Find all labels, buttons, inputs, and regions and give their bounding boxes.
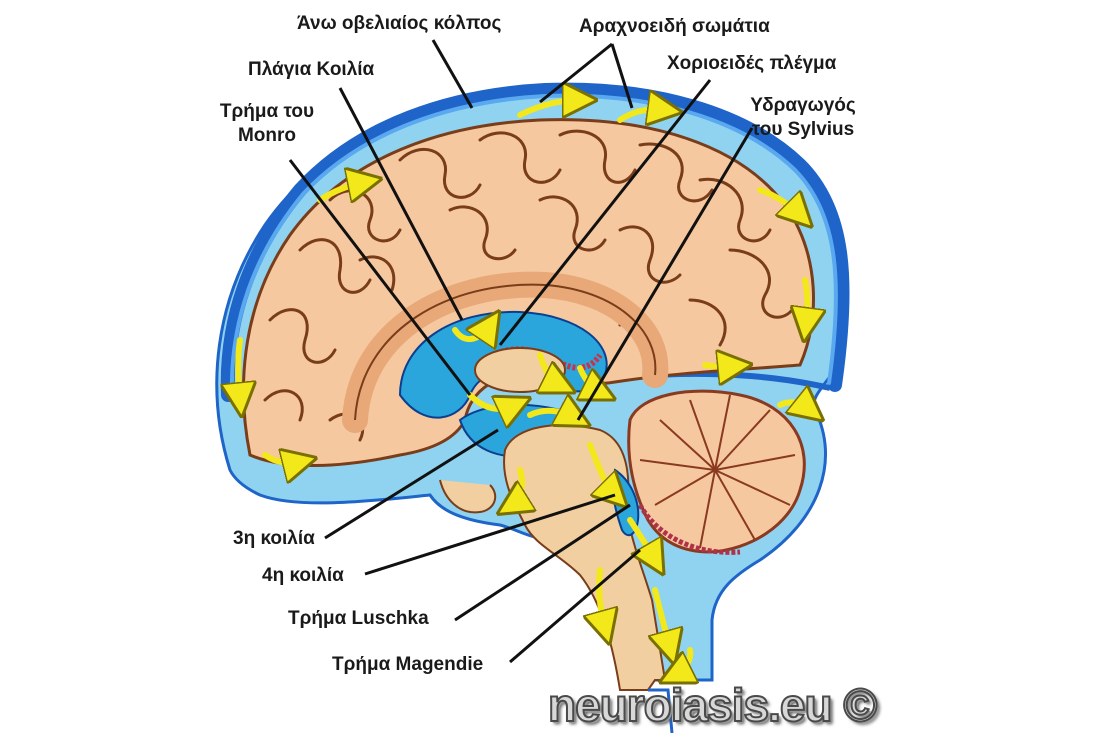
label-lateral-ventricle: Πλάγια Κοιλία — [248, 59, 375, 80]
label-foramen-luschka: Τρήμα Luschka — [288, 608, 429, 629]
superior-sagittal-sinus — [220, 82, 850, 402]
label-third-ventricle: 3η κοιλία — [233, 528, 315, 549]
label-foramen-monro-line1: Τρήμα του — [219, 101, 315, 122]
label-foramen-magendie: Τρήμα Magendie — [332, 654, 484, 675]
label-aqueduct-sylvius: Υδραγωγός του Sylvius — [738, 94, 868, 142]
label-choroid-plexus: Χοριοειδές πλέγμα — [667, 53, 837, 74]
label-superior-sagittal-sinus: Άνω οβελιαίος κόλπος — [297, 13, 502, 34]
label-arachnoid-granulations: Αραχνοειδή σωμάτια — [579, 16, 770, 37]
label-foramen-monro: Τρήμα του Monro — [208, 100, 326, 148]
leader-lines — [288, 39, 754, 664]
label-aqueduct-line2: του Sylvius — [751, 119, 855, 140]
label-fourth-ventricle: 4η κοιλία — [262, 565, 344, 586]
watermark: neuroiasis.eu © — [547, 678, 878, 732]
label-aqueduct-line1: Υδραγωγός — [750, 95, 856, 116]
label-foramen-monro-line2: Monro — [237, 125, 297, 146]
csf-flow-arrows — [238, 100, 810, 675]
